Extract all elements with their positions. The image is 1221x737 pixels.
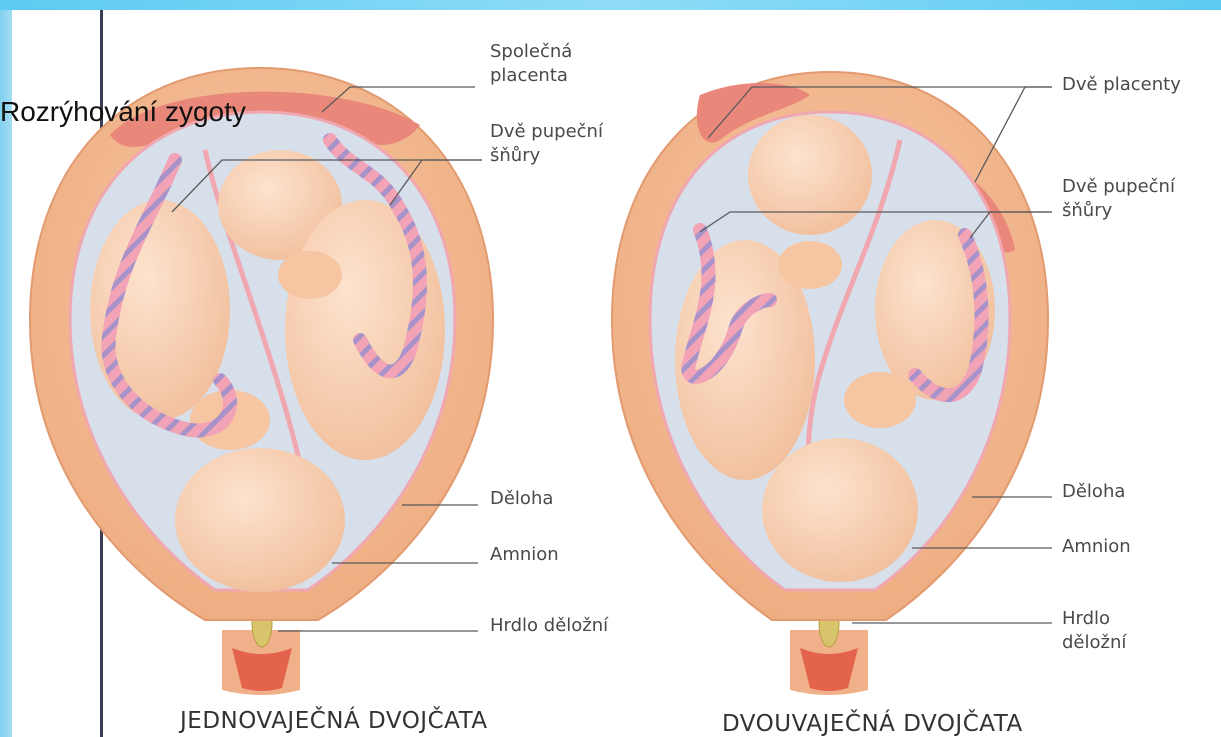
slide-title-text: Rozrýhování zygoty <box>0 96 246 127</box>
label-left-amnion: Amnion <box>490 543 559 567</box>
label-left-uterus: Děloha <box>490 487 553 511</box>
label-right-uterus: Děloha <box>1062 480 1125 504</box>
right-uterus <box>612 72 1048 695</box>
label-left-two-cords: Dvě pupeční šňůry <box>490 120 603 168</box>
label-right-two-cords: Dvě pupeční šňůry <box>1062 175 1175 223</box>
label-shared-placenta: Společná placenta <box>490 40 572 88</box>
slide-title: Rozrýhování zygoty <box>0 92 300 132</box>
label-right-cervix: Hrdlo děložní <box>1062 607 1126 655</box>
caption-identical-twins: JEDNOVAJEČNÁ DVOJČATA <box>180 708 488 734</box>
caption-fraternal-twins: DVOUVAJEČNÁ DVOJČATA <box>722 711 1023 737</box>
label-two-placentas: Dvě placenty <box>1062 73 1181 97</box>
left-uterus <box>30 68 493 695</box>
label-left-cervix: Hrdlo děložní <box>490 614 608 638</box>
label-right-amnion: Amnion <box>1062 535 1131 559</box>
